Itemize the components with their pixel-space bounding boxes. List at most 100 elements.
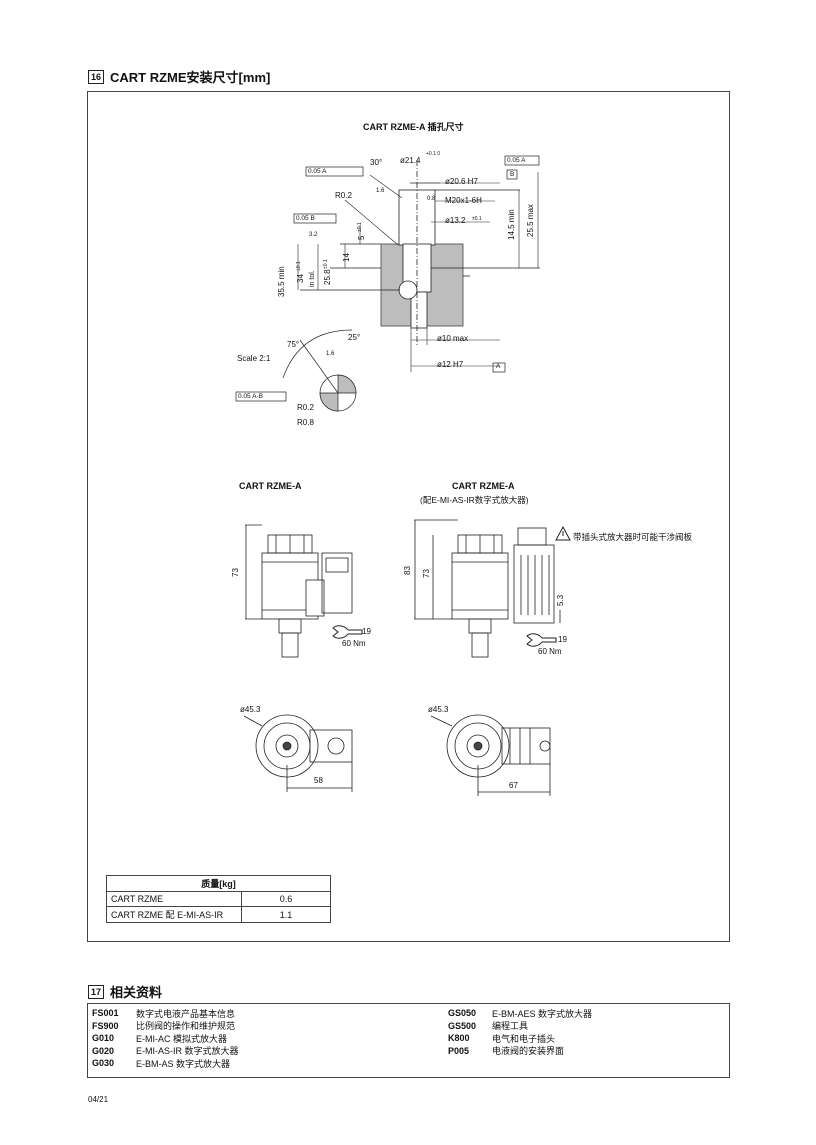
table-cell: 1.1 [241, 906, 331, 923]
datum-a-label: A [496, 363, 501, 370]
view2-title: CART RZME-A [452, 481, 515, 491]
torque-right: 60 Nm [538, 647, 562, 656]
wrench-19-left: 19 [362, 627, 371, 636]
wrench-19-right: 19 [558, 635, 567, 644]
list-item: GS500 编程工具 [448, 1020, 592, 1033]
tolerance-top-left: 0.05 A [308, 168, 327, 175]
section-title: 相关资料 [110, 985, 163, 1000]
valve-side-right [414, 519, 561, 658]
section-17-heading: 17 相关资料 [88, 982, 162, 1001]
list-item: G020 E-MI-AS-IR 数字式放大器 [92, 1045, 239, 1058]
section-number: 17 [88, 984, 105, 999]
ref-desc: 比例阀的操作和维护规范 [136, 1021, 236, 1032]
section-16-heading: 16 CART RZME安装尺寸[mm] [88, 67, 270, 86]
wrench-icon [332, 625, 557, 647]
warning-icon [555, 525, 571, 541]
dim-14-label: 14 [342, 253, 351, 262]
radius-r0-8-label: R0.8 [297, 418, 314, 427]
width-67: 67 [509, 781, 518, 790]
ref-desc: 数字式电液产品基本信息 [136, 1008, 236, 1019]
dim-14-5-min: 14.5 min [507, 209, 516, 240]
diameter-20-6-label: ø20.6 H7 [445, 177, 478, 186]
datum-b-label: B [510, 171, 515, 178]
dim-5-label: 5 [357, 235, 366, 240]
cavity-body [300, 160, 540, 345]
diameter-13-2-tolerance: ±0.1 [472, 216, 482, 222]
ref-code: K800 [448, 1033, 470, 1044]
warning-text: 带插头式放大器时可能干涉阀板 [573, 532, 693, 542]
list-item: K800 电气和电子插头 [448, 1032, 592, 1045]
angle-25-label: 25° [348, 333, 361, 342]
ref-desc: E-MI-AC 模拟式放大器 [136, 1033, 227, 1044]
tolerance-bottom: 0.05 A-B [238, 393, 263, 400]
ref-desc: 电液阀的安装界面 [492, 1046, 565, 1057]
valve-top-right [430, 714, 551, 796]
list-item: P005 电液阀的安装界面 [448, 1045, 592, 1058]
table-cell: 0.6 [241, 891, 331, 907]
roughness-1-6-label: 1.6 [376, 188, 385, 194]
view1-title: CART RZME-A [239, 481, 302, 491]
ref-desc: 编程工具 [492, 1021, 529, 1032]
height-83: 83 [403, 566, 412, 575]
ref-desc: 电气和电子插头 [492, 1033, 556, 1044]
ref-desc: E-BM-AS 数字式放大器 [136, 1058, 231, 1069]
cavity-title: CART RZME-A 插孔尺寸 [363, 122, 464, 132]
table-row: CART RZME 0.6 [106, 891, 331, 907]
radius-r0-2b-label: R0.2 [297, 403, 314, 412]
dim-25-5-max: 25.5 max [526, 204, 535, 237]
view2-subtitle: (配E-MI-AS-IR数字式放大器) [420, 495, 529, 505]
table-row: CART RZME 配 E-MI-AS-IR 1.1 [106, 906, 331, 923]
detail-view [282, 329, 357, 412]
height-73-left: 73 [231, 568, 240, 577]
ref-code: G020 [92, 1045, 115, 1056]
ref-code: P005 [448, 1045, 470, 1056]
roughness-3-2-label: 3.2 [309, 232, 318, 238]
diameter-13-2-label: ø13.2 [445, 216, 466, 225]
in-tol-label: in tol. [309, 270, 316, 287]
ref-code: G030 [92, 1058, 115, 1069]
section-title: CART RZME安装尺寸[mm] [110, 70, 271, 85]
height-5-3: 5.3 [556, 594, 565, 606]
diameter-10-max: ø10 max [437, 334, 469, 343]
valve-side-left [245, 524, 353, 658]
ref-code: GS050 [448, 1008, 477, 1019]
mass-table: 质量[kg] CART RZME 0.6 CART RZME 配 E-MI-AS… [106, 875, 331, 923]
width-58: 58 [314, 776, 323, 785]
dim-34-tolerance: ±0.1 [296, 261, 302, 271]
angle-75-label: 75° [287, 340, 300, 349]
page-footer: 04/21 [88, 1095, 109, 1104]
ref-code: G010 [92, 1033, 115, 1044]
roughness-0-8-label: 0.8 [427, 196, 436, 202]
radius-r0-2-label: R0.2 [335, 191, 352, 200]
diameter-21-4-tolerance: +0.1 0 [426, 151, 441, 157]
height-73-right: 73 [422, 569, 431, 578]
valve-top-left [243, 714, 353, 792]
mass-table-header: 质量[kg] [106, 875, 331, 892]
thread-m20-label: M20x1-6H [445, 196, 482, 205]
tolerance-perpendicular: 0.05 B [296, 215, 315, 222]
dim-25-8-label: 25.8 [323, 269, 332, 285]
dim-35-5-min: 35.5 min [277, 266, 286, 297]
ref-code: GS500 [448, 1020, 477, 1031]
diameter-45-3-left: ø45.3 [240, 705, 261, 714]
diameter-45-3-right: ø45.3 [428, 705, 449, 714]
table-cell: CART RZME 配 E-MI-AS-IR [106, 906, 242, 923]
scale-label: Scale 2:1 [237, 354, 271, 363]
ref-desc: E-MI-AS-IR 数字式放大器 [136, 1046, 239, 1057]
dim-5-tolerance: ±0.1 [357, 222, 363, 232]
dimension-lines [297, 172, 539, 372]
dim-25-8-tolerance: ±0.1 [323, 259, 329, 269]
roughness-1-6b-label: 1.6 [326, 351, 335, 357]
section-number: 16 [88, 69, 105, 84]
list-item: G030 E-BM-AS 数字式放大器 [92, 1057, 239, 1070]
angle-30-label: 30° [370, 158, 383, 167]
dim-34-label: 34 [296, 274, 305, 283]
ref-desc: E-BM-AES 数字式放大器 [492, 1008, 593, 1019]
list-item: GS050 E-BM-AES 数字式放大器 [448, 1007, 592, 1020]
list-item: G010 E-MI-AC 模拟式放大器 [92, 1032, 239, 1045]
diameter-12-h7: ø12 H7 [437, 360, 464, 369]
